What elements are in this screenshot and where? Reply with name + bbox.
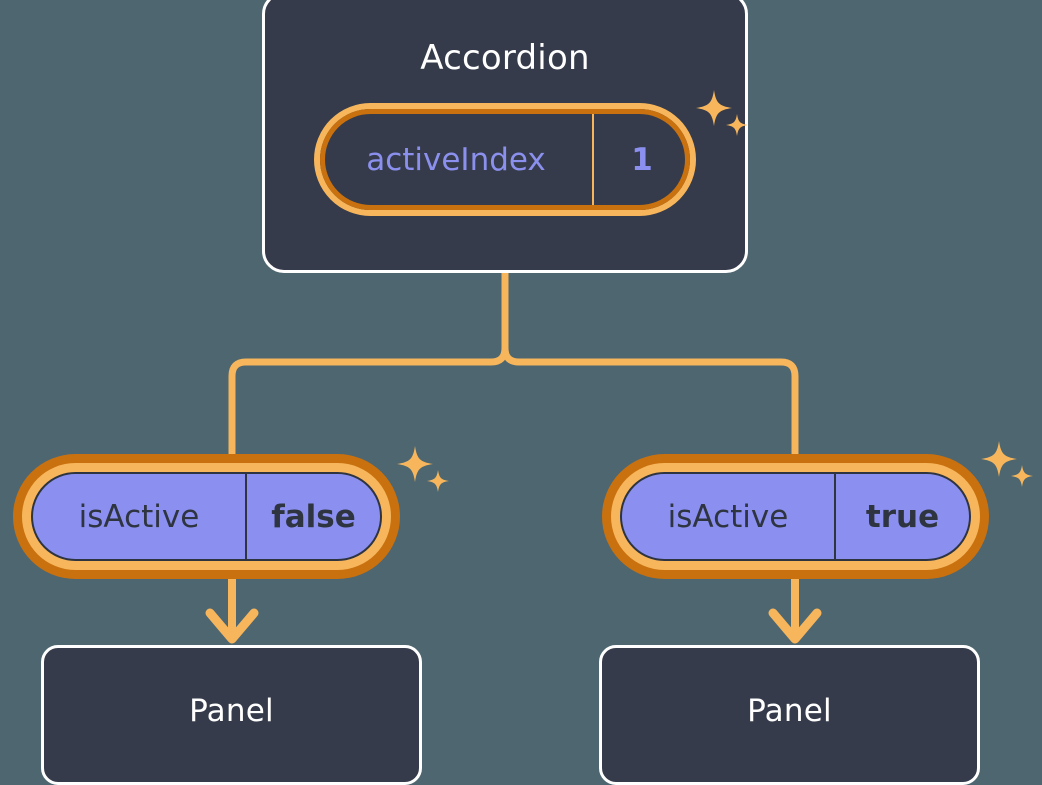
- pill-divider: [245, 474, 247, 559]
- node-card-panel-left[interactable]: Panel: [41, 645, 422, 785]
- node-title-panel-right: Panel: [747, 693, 832, 729]
- state-key-isactive-right: isActive: [667, 498, 789, 535]
- state-pill-isactive-false[interactable]: isActive false: [31, 472, 382, 561]
- state-key-isactive-left: isActive: [78, 498, 200, 535]
- state-value-activeindex: 1: [631, 141, 653, 178]
- state-value-isactive-left: false: [271, 498, 356, 535]
- sparkle-icon: [977, 435, 1039, 497]
- arrowhead-left: [205, 608, 259, 644]
- state-key-activeindex: activeIndex: [366, 141, 546, 178]
- arrowhead-right: [768, 608, 822, 644]
- wire-root-to-left: [228, 268, 509, 476]
- state-value-isactive-right: true: [865, 498, 940, 535]
- wire-root-to-right: [501, 268, 799, 476]
- pill-divider: [592, 113, 594, 206]
- node-title-panel-left: Panel: [189, 693, 274, 729]
- node-title-accordion: Accordion: [420, 38, 590, 78]
- sparkle-icon: [393, 440, 455, 502]
- pill-divider: [834, 474, 836, 559]
- state-pill-isactive-true[interactable]: isActive true: [620, 472, 971, 561]
- node-card-panel-right[interactable]: Panel: [599, 645, 980, 785]
- state-pill-activeindex[interactable]: activeIndex 1: [314, 103, 696, 216]
